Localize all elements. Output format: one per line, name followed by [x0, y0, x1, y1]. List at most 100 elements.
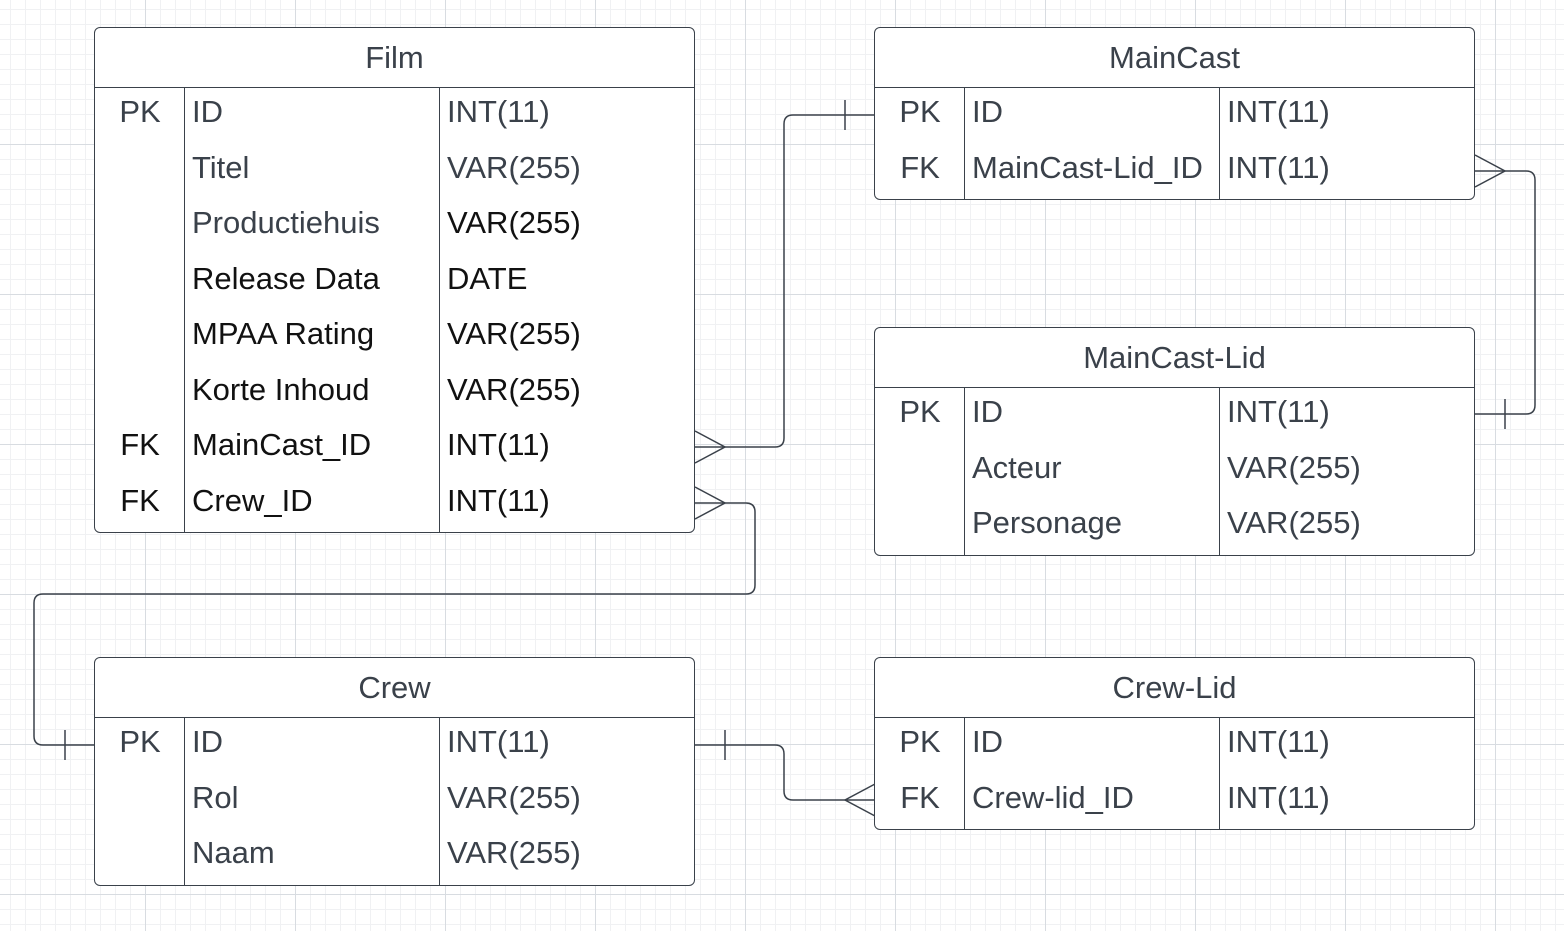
table-row[interactable]: Rol VAR(255) [95, 774, 694, 830]
entity-title: MainCast-Lid [875, 328, 1474, 388]
key-cell [875, 444, 965, 500]
table-row[interactable]: Naam VAR(255) [95, 829, 694, 885]
field-name: Rol [192, 779, 239, 815]
table-row[interactable]: PK ID INT(11) [95, 718, 694, 774]
table-row[interactable]: PK ID INT(11) [875, 88, 1474, 144]
column-divider [964, 388, 965, 555]
field-name: Crew_ID [192, 482, 313, 518]
field-type: INT(11) [447, 482, 550, 518]
column-divider [439, 88, 440, 532]
key-cell [95, 310, 185, 366]
column-divider [184, 88, 185, 532]
key-cell: PK [899, 724, 941, 759]
relation-maincast-maincastlid[interactable] [1474, 154, 1536, 429]
table-row[interactable]: Productiehuis VAR(255) [95, 199, 694, 255]
field-type: INT(11) [1227, 724, 1330, 759]
column-divider [184, 718, 185, 885]
key-cell: PK [899, 394, 941, 429]
key-cell [95, 255, 185, 311]
table-row[interactable]: FK Crew-lid_ID INT(11) [875, 774, 1474, 830]
entity-title: Crew-Lid [875, 658, 1474, 718]
field-type: INT(11) [447, 724, 550, 759]
field-type: VAR(255) [447, 835, 581, 870]
field-type: VAR(255) [447, 149, 581, 185]
field-name: ID [972, 724, 1003, 759]
key-cell [875, 499, 965, 555]
relation-film-crew[interactable] [33, 486, 756, 760]
table-row[interactable]: PK ID INT(11) [875, 718, 1474, 774]
table-row[interactable]: PK ID INT(11) [875, 388, 1474, 444]
field-type: INT(11) [447, 427, 550, 462]
field-name: Titel [192, 149, 250, 185]
crowfoot-many-icon [694, 430, 727, 464]
field-name: Productiehuis [192, 205, 380, 240]
key-cell: FK [900, 779, 940, 815]
entity-crew[interactable]: Crew PK ID INT(11) Rol VAR(255) Naam VAR… [94, 657, 695, 886]
key-cell: PK [899, 94, 941, 129]
relation-crew-crewlid[interactable] [695, 730, 876, 817]
key-cell: FK [900, 149, 940, 185]
field-name: ID [972, 394, 1003, 429]
key-cell [95, 774, 185, 830]
crowfoot-many-icon [694, 486, 727, 520]
entity-crew-lid[interactable]: Crew-Lid PK ID INT(11) FK Crew-lid_ID IN… [874, 657, 1475, 830]
key-cell [95, 366, 185, 422]
field-type: INT(11) [1227, 779, 1330, 815]
field-type: INT(11) [447, 94, 550, 129]
field-name: MainCast_ID [192, 427, 372, 462]
field-name: Personage [972, 505, 1122, 540]
table-row[interactable]: Release Data DATE [95, 255, 694, 311]
field-name: Release Data [192, 260, 380, 296]
field-type: INT(11) [1227, 94, 1330, 129]
table-row[interactable]: Personage VAR(255) [875, 499, 1474, 555]
field-type: INT(11) [1227, 149, 1330, 185]
table-row[interactable]: Titel VAR(255) [95, 144, 694, 200]
field-name: ID [192, 94, 223, 129]
relation-film-maincast[interactable] [694, 100, 875, 464]
table-row[interactable]: FK Crew_ID INT(11) [95, 477, 694, 533]
entity-title: MainCast [875, 28, 1474, 88]
entity-maincast[interactable]: MainCast PK ID INT(11) FK MainCast-Lid_I… [874, 27, 1475, 200]
field-name: MainCast-Lid_ID [972, 149, 1203, 185]
entity-title: Film [95, 28, 694, 88]
column-divider [1219, 718, 1220, 829]
key-cell: PK [119, 724, 161, 759]
field-name: Korte Inhoud [192, 371, 370, 407]
table-row[interactable]: PK ID INT(11) [95, 88, 694, 144]
column-divider [439, 718, 440, 885]
table-row[interactable]: Korte Inhoud VAR(255) [95, 366, 694, 422]
field-type: VAR(255) [1227, 449, 1361, 485]
key-cell [95, 144, 185, 200]
field-type: VAR(255) [447, 205, 581, 240]
table-row[interactable]: MPAA Rating VAR(255) [95, 310, 694, 366]
table-row[interactable]: FK MainCast-Lid_ID INT(11) [875, 144, 1474, 200]
field-type: VAR(255) [447, 316, 581, 351]
field-name: Crew-lid_ID [972, 779, 1134, 815]
field-type: VAR(255) [447, 779, 581, 815]
column-divider [964, 88, 965, 199]
entity-title: Crew [95, 658, 694, 718]
column-divider [1219, 388, 1220, 555]
field-type: INT(11) [1227, 394, 1330, 429]
field-name: ID [192, 724, 223, 759]
table-row[interactable]: Acteur VAR(255) [875, 444, 1474, 500]
column-divider [964, 718, 965, 829]
key-cell [95, 829, 185, 885]
entity-film[interactable]: Film PK ID INT(11) Titel VAR(255) Produc… [94, 27, 695, 533]
crowfoot-many-icon [1474, 154, 1507, 188]
field-name: Naam [192, 835, 275, 870]
entity-maincast-lid[interactable]: MainCast-Lid PK ID INT(11) Acteur VAR(25… [874, 327, 1475, 556]
table-row[interactable]: FK MainCast_ID INT(11) [95, 421, 694, 477]
field-type: VAR(255) [447, 371, 581, 407]
field-type: DATE [447, 260, 528, 296]
crowfoot-many-icon [843, 783, 876, 817]
key-cell [95, 199, 185, 255]
field-name: Acteur [972, 449, 1062, 485]
field-name: MPAA Rating [192, 316, 375, 351]
field-type: VAR(255) [1227, 505, 1361, 540]
key-cell: PK [119, 94, 161, 129]
field-name: ID [972, 94, 1003, 129]
key-cell: FK [120, 427, 160, 462]
key-cell: FK [120, 482, 160, 518]
